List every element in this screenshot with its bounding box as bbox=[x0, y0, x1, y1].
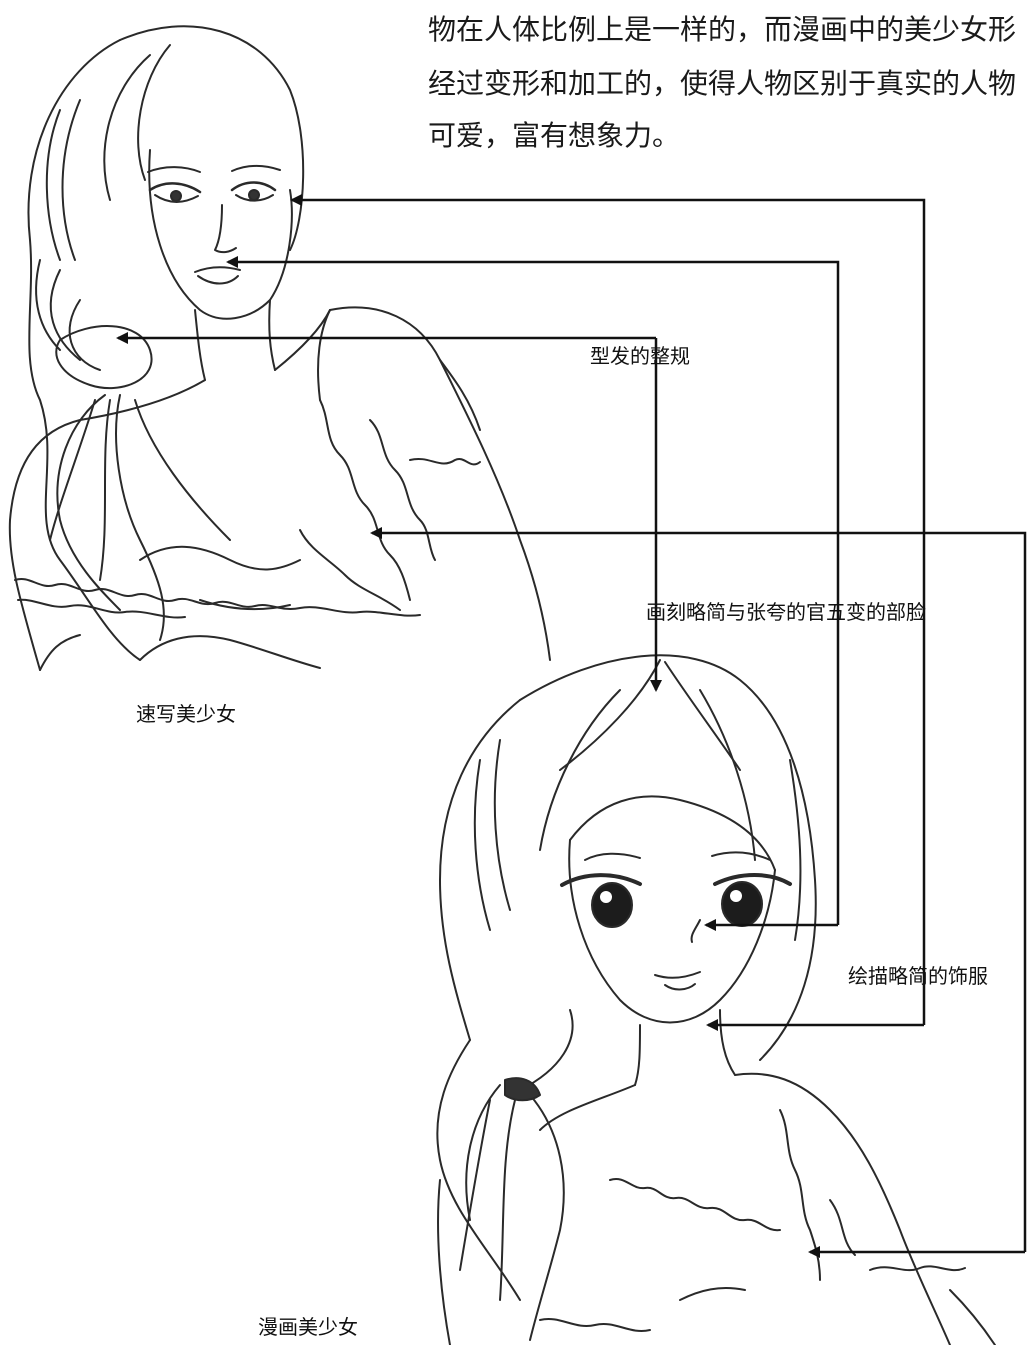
intro-line-1: 物在人体比例上是一样的，而漫画中的美少女形 bbox=[428, 13, 1017, 46]
arrow-clothing-connector bbox=[370, 527, 1027, 1252]
callout-arrows bbox=[116, 194, 1027, 1258]
callout-hair-label: 型发的整规 bbox=[590, 344, 690, 368]
arrow-nose-connector bbox=[226, 256, 840, 925]
intro-line-3: 可爱，富有想象力。 bbox=[428, 119, 681, 152]
callout-clothing-label: 绘描略简的饰服 bbox=[848, 964, 988, 988]
caption-manga: 漫画美少女 bbox=[258, 1315, 358, 1339]
callout-face-label: 画刻略简与张夸的官五变的部脸 bbox=[646, 600, 926, 624]
intro-line-2: 经过变形和加工的，使得人物区别于真实的人物 bbox=[428, 67, 1017, 100]
arrow-eyes-connector bbox=[290, 194, 926, 1025]
caption-sketch: 速写美少女 bbox=[136, 702, 236, 726]
manga-girl-illustration bbox=[436, 654, 996, 1345]
sketch-girl-illustration bbox=[8, 25, 551, 671]
